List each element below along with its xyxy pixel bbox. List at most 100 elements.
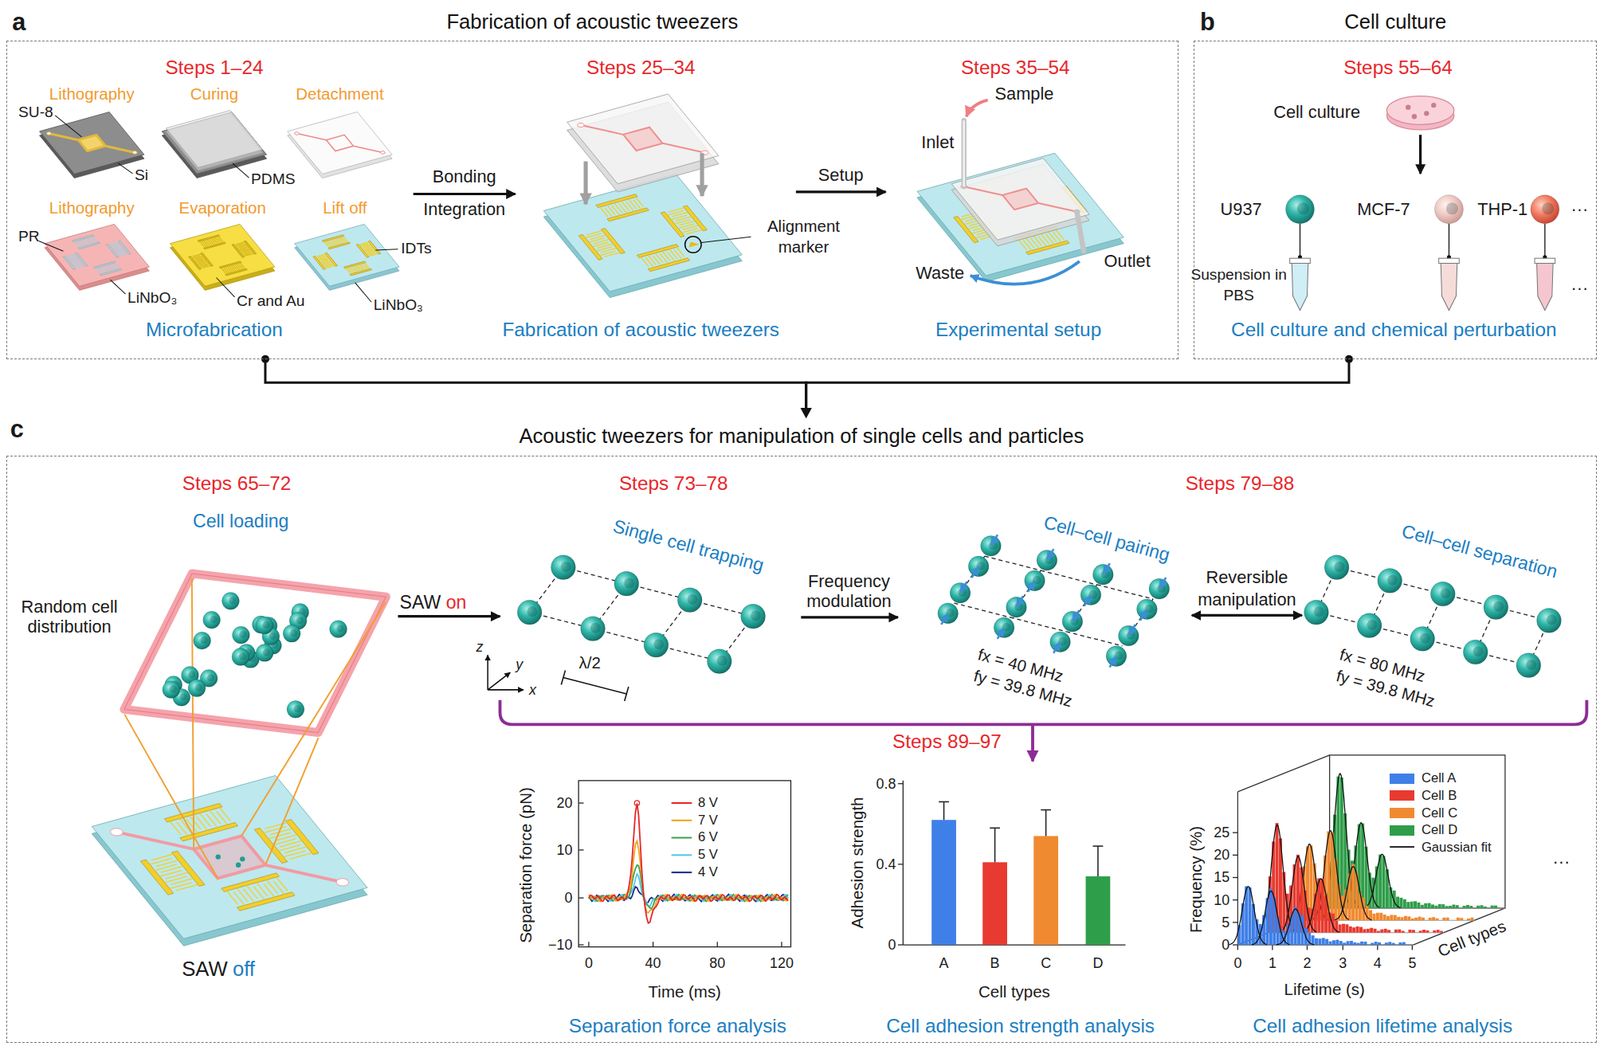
legend-swatch (1389, 825, 1415, 836)
tube (1440, 263, 1457, 311)
idt-finger (154, 864, 177, 871)
text-label: Cr and Au (236, 292, 305, 310)
cell (551, 555, 577, 581)
legend-line (1389, 846, 1415, 848)
connector (261, 355, 812, 419)
slab-top (543, 173, 742, 292)
histogram-bar (1329, 941, 1333, 946)
connector-line (806, 359, 1350, 409)
cell-nucleus (200, 636, 208, 644)
histogram-bar (1445, 905, 1449, 909)
connector-arrowhead (800, 407, 812, 419)
step-range: Steps 25–34 (586, 56, 696, 79)
analysis-arrow (1031, 724, 1035, 761)
cell (1462, 639, 1488, 665)
idt-electrode (164, 803, 238, 842)
axis-arrow (487, 689, 524, 691)
idt-finger (263, 827, 287, 834)
process-arrow (413, 192, 516, 196)
legend-text: Cell C (1421, 805, 1458, 821)
cell (222, 592, 240, 610)
microchannel (964, 165, 1078, 233)
text-label: Adhesion strength (847, 797, 867, 930)
cell-nucleus (590, 623, 601, 634)
cell (286, 700, 305, 718)
dish-cell (1431, 102, 1436, 108)
idt-finger (1038, 236, 1047, 248)
gaussian-fit (1228, 886, 1267, 946)
tube (1537, 263, 1553, 311)
text-label: THP-1 (1477, 199, 1528, 220)
idt-finger (164, 876, 188, 883)
axis-tick: 0.4 (875, 855, 896, 873)
cell-nucleus (717, 655, 728, 667)
idt-electrode (188, 252, 214, 270)
lattice-line (1097, 584, 1153, 600)
cell-dot (235, 862, 241, 868)
tube (1291, 263, 1308, 311)
cell-nucleus (687, 594, 699, 605)
idt-finger (633, 200, 642, 210)
microchannel (297, 117, 384, 169)
waste-arrow (970, 261, 1080, 285)
panel-letter: a (11, 8, 26, 37)
process-arrow (796, 190, 887, 193)
histogram-bar (1435, 918, 1440, 922)
idt-electrode (62, 252, 88, 270)
channel-chamber (325, 134, 353, 151)
force-arrow (1159, 577, 1166, 589)
idt-electrode (94, 261, 122, 276)
histogram-bar (1335, 940, 1339, 946)
histogram-bar (1364, 941, 1368, 946)
cell (1530, 195, 1560, 224)
cell-nucleus (1525, 659, 1537, 671)
cell (968, 556, 989, 577)
axis-tick: 1 (1268, 955, 1277, 973)
histogram-bar (1448, 905, 1452, 909)
idt-electrode (105, 240, 131, 258)
cell (232, 626, 251, 644)
step-range: Steps 55–64 (1343, 56, 1453, 79)
idt-finger (1053, 231, 1062, 243)
force-arrow (1027, 580, 1035, 592)
cell-nucleus (262, 648, 271, 656)
lattice-line (1040, 570, 1097, 585)
section-title: Single cell trapping (611, 515, 767, 577)
idt-finger (1033, 235, 1042, 247)
text-label: Frequency modulation (792, 571, 906, 612)
axis-tick-mark (717, 941, 718, 947)
error-cap (1093, 845, 1104, 848)
idt-finger (674, 250, 683, 260)
histogram-bar (1341, 924, 1346, 934)
panel-letter: b (1200, 8, 1216, 37)
legend-text: Cell B (1421, 788, 1457, 804)
histogram-bar (1374, 941, 1378, 946)
idt-finger (200, 813, 212, 828)
text-label: Si (134, 166, 149, 185)
process-arrow (397, 615, 500, 618)
gaussian-fit (1251, 891, 1291, 946)
idt-finger (245, 253, 255, 256)
error-bar (1097, 846, 1099, 877)
bar (1086, 876, 1111, 946)
idt-finger (1018, 239, 1027, 251)
leader-line (54, 115, 82, 138)
idt-finger (290, 853, 313, 860)
process-step: Lithography (49, 198, 135, 218)
text-label: Inlet (921, 133, 954, 153)
slab-top (44, 223, 150, 287)
histogram-bar (1366, 929, 1370, 934)
idt-electrode (72, 235, 101, 250)
text-label: Outlet (1104, 250, 1151, 271)
cell-nucleus (1446, 202, 1459, 215)
step-range: on (446, 591, 467, 613)
section-title: Cell–cell separation (1399, 520, 1560, 583)
legend-line (671, 802, 693, 804)
histogram-bar (1389, 914, 1393, 921)
cell-dot (239, 856, 245, 862)
cell-nucleus (1334, 561, 1346, 573)
histogram-bar (1248, 887, 1252, 946)
text-label: ··· (1571, 199, 1589, 220)
idt-finger (256, 882, 268, 897)
